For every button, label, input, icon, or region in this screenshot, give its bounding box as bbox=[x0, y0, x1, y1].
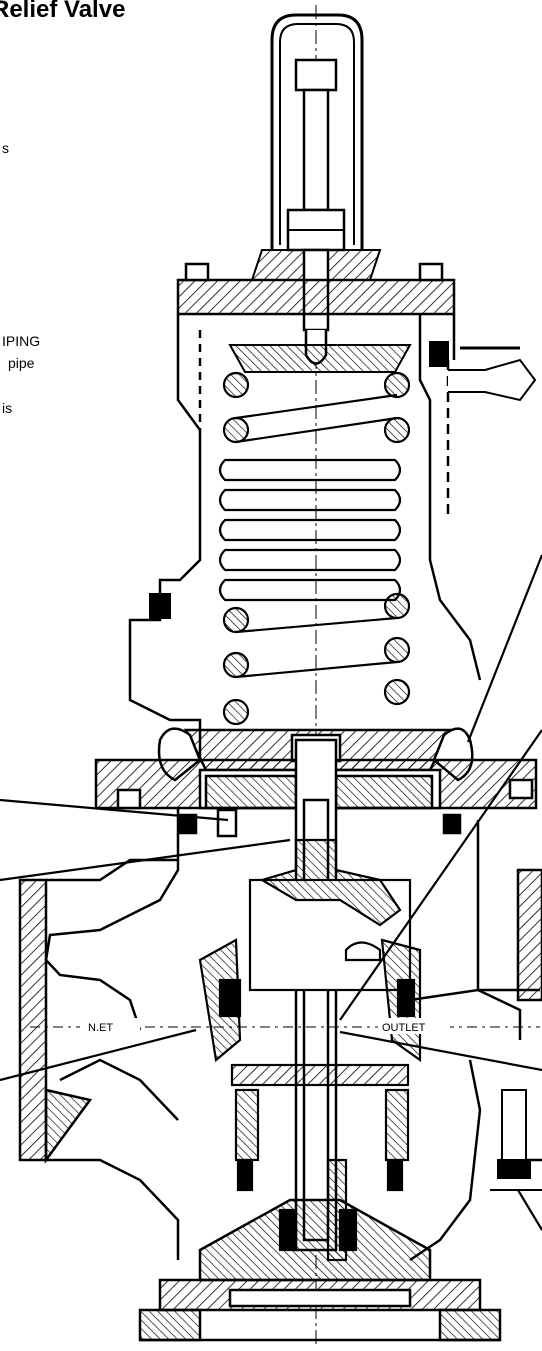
outlet-label: OUTLET bbox=[382, 1022, 426, 1034]
leader-line-drain bbox=[517, 1189, 542, 1231]
leader-line-spring-seal bbox=[466, 554, 542, 743]
valve-body-inlet bbox=[18, 808, 180, 1260]
side-plug-left bbox=[149, 593, 171, 619]
text-fragment: pipe bbox=[8, 355, 35, 371]
inlet-label: N.ET bbox=[88, 1022, 113, 1034]
page-title: Relief Valve bbox=[0, 0, 126, 23]
vent-plug bbox=[429, 341, 537, 402]
adjusting-screw bbox=[286, 58, 346, 365]
leader-line-inlet bbox=[0, 1028, 197, 1082]
leader-line-seat bbox=[339, 1030, 542, 1072]
text-fragment: IPING bbox=[2, 333, 41, 349]
valve-body-outlet bbox=[409, 820, 542, 1262]
text-fragment: is bbox=[2, 400, 13, 416]
spring bbox=[218, 371, 411, 726]
bonnet-walls bbox=[128, 314, 482, 760]
bonnet-flange bbox=[176, 262, 456, 316]
bottom-cap bbox=[138, 1198, 502, 1342]
text-fragment: s bbox=[2, 140, 9, 156]
leader-lines bbox=[0, 554, 542, 1231]
leader-line-cage bbox=[339, 729, 542, 1021]
leader-line-body-seal bbox=[0, 798, 229, 822]
drain-bolt bbox=[490, 1089, 542, 1191]
leader-line-stem bbox=[0, 838, 291, 882]
upper-spring-plate bbox=[228, 344, 412, 373]
piston-cage bbox=[198, 838, 422, 1063]
